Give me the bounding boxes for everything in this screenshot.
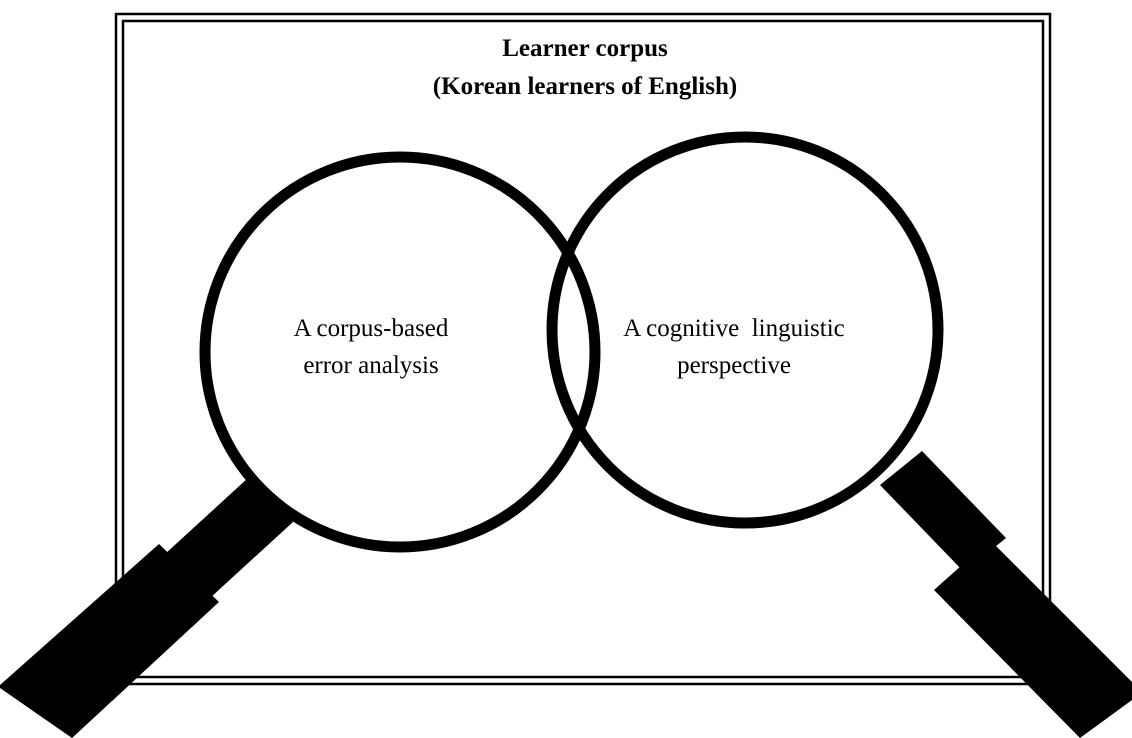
corpus-frame [114,12,1052,686]
frame-outer-border [114,12,1052,686]
magnifying-glass-icon [546,131,1132,738]
right-lens-ring [546,131,944,529]
left-lens-label-line1: A corpus-based [294,315,449,342]
right-handle-neck [880,451,1006,572]
left-handle-neck [165,478,293,598]
right-handle-grip [934,540,1132,738]
frame-title-line1: Learner corpus [502,35,668,62]
left-lens-ring [199,151,601,553]
right-lens-label-line2: perspective [677,352,791,379]
frame-title-line2: (Korean learners of English) [433,73,737,100]
right-lens-label-line1: A cognitive linguistic [623,315,845,342]
left-lens-label-line2: error analysis [303,352,438,379]
left-handle-grip [0,544,219,738]
frame-inner-border [121,19,1045,679]
magnifying-glass-icon [0,151,601,738]
